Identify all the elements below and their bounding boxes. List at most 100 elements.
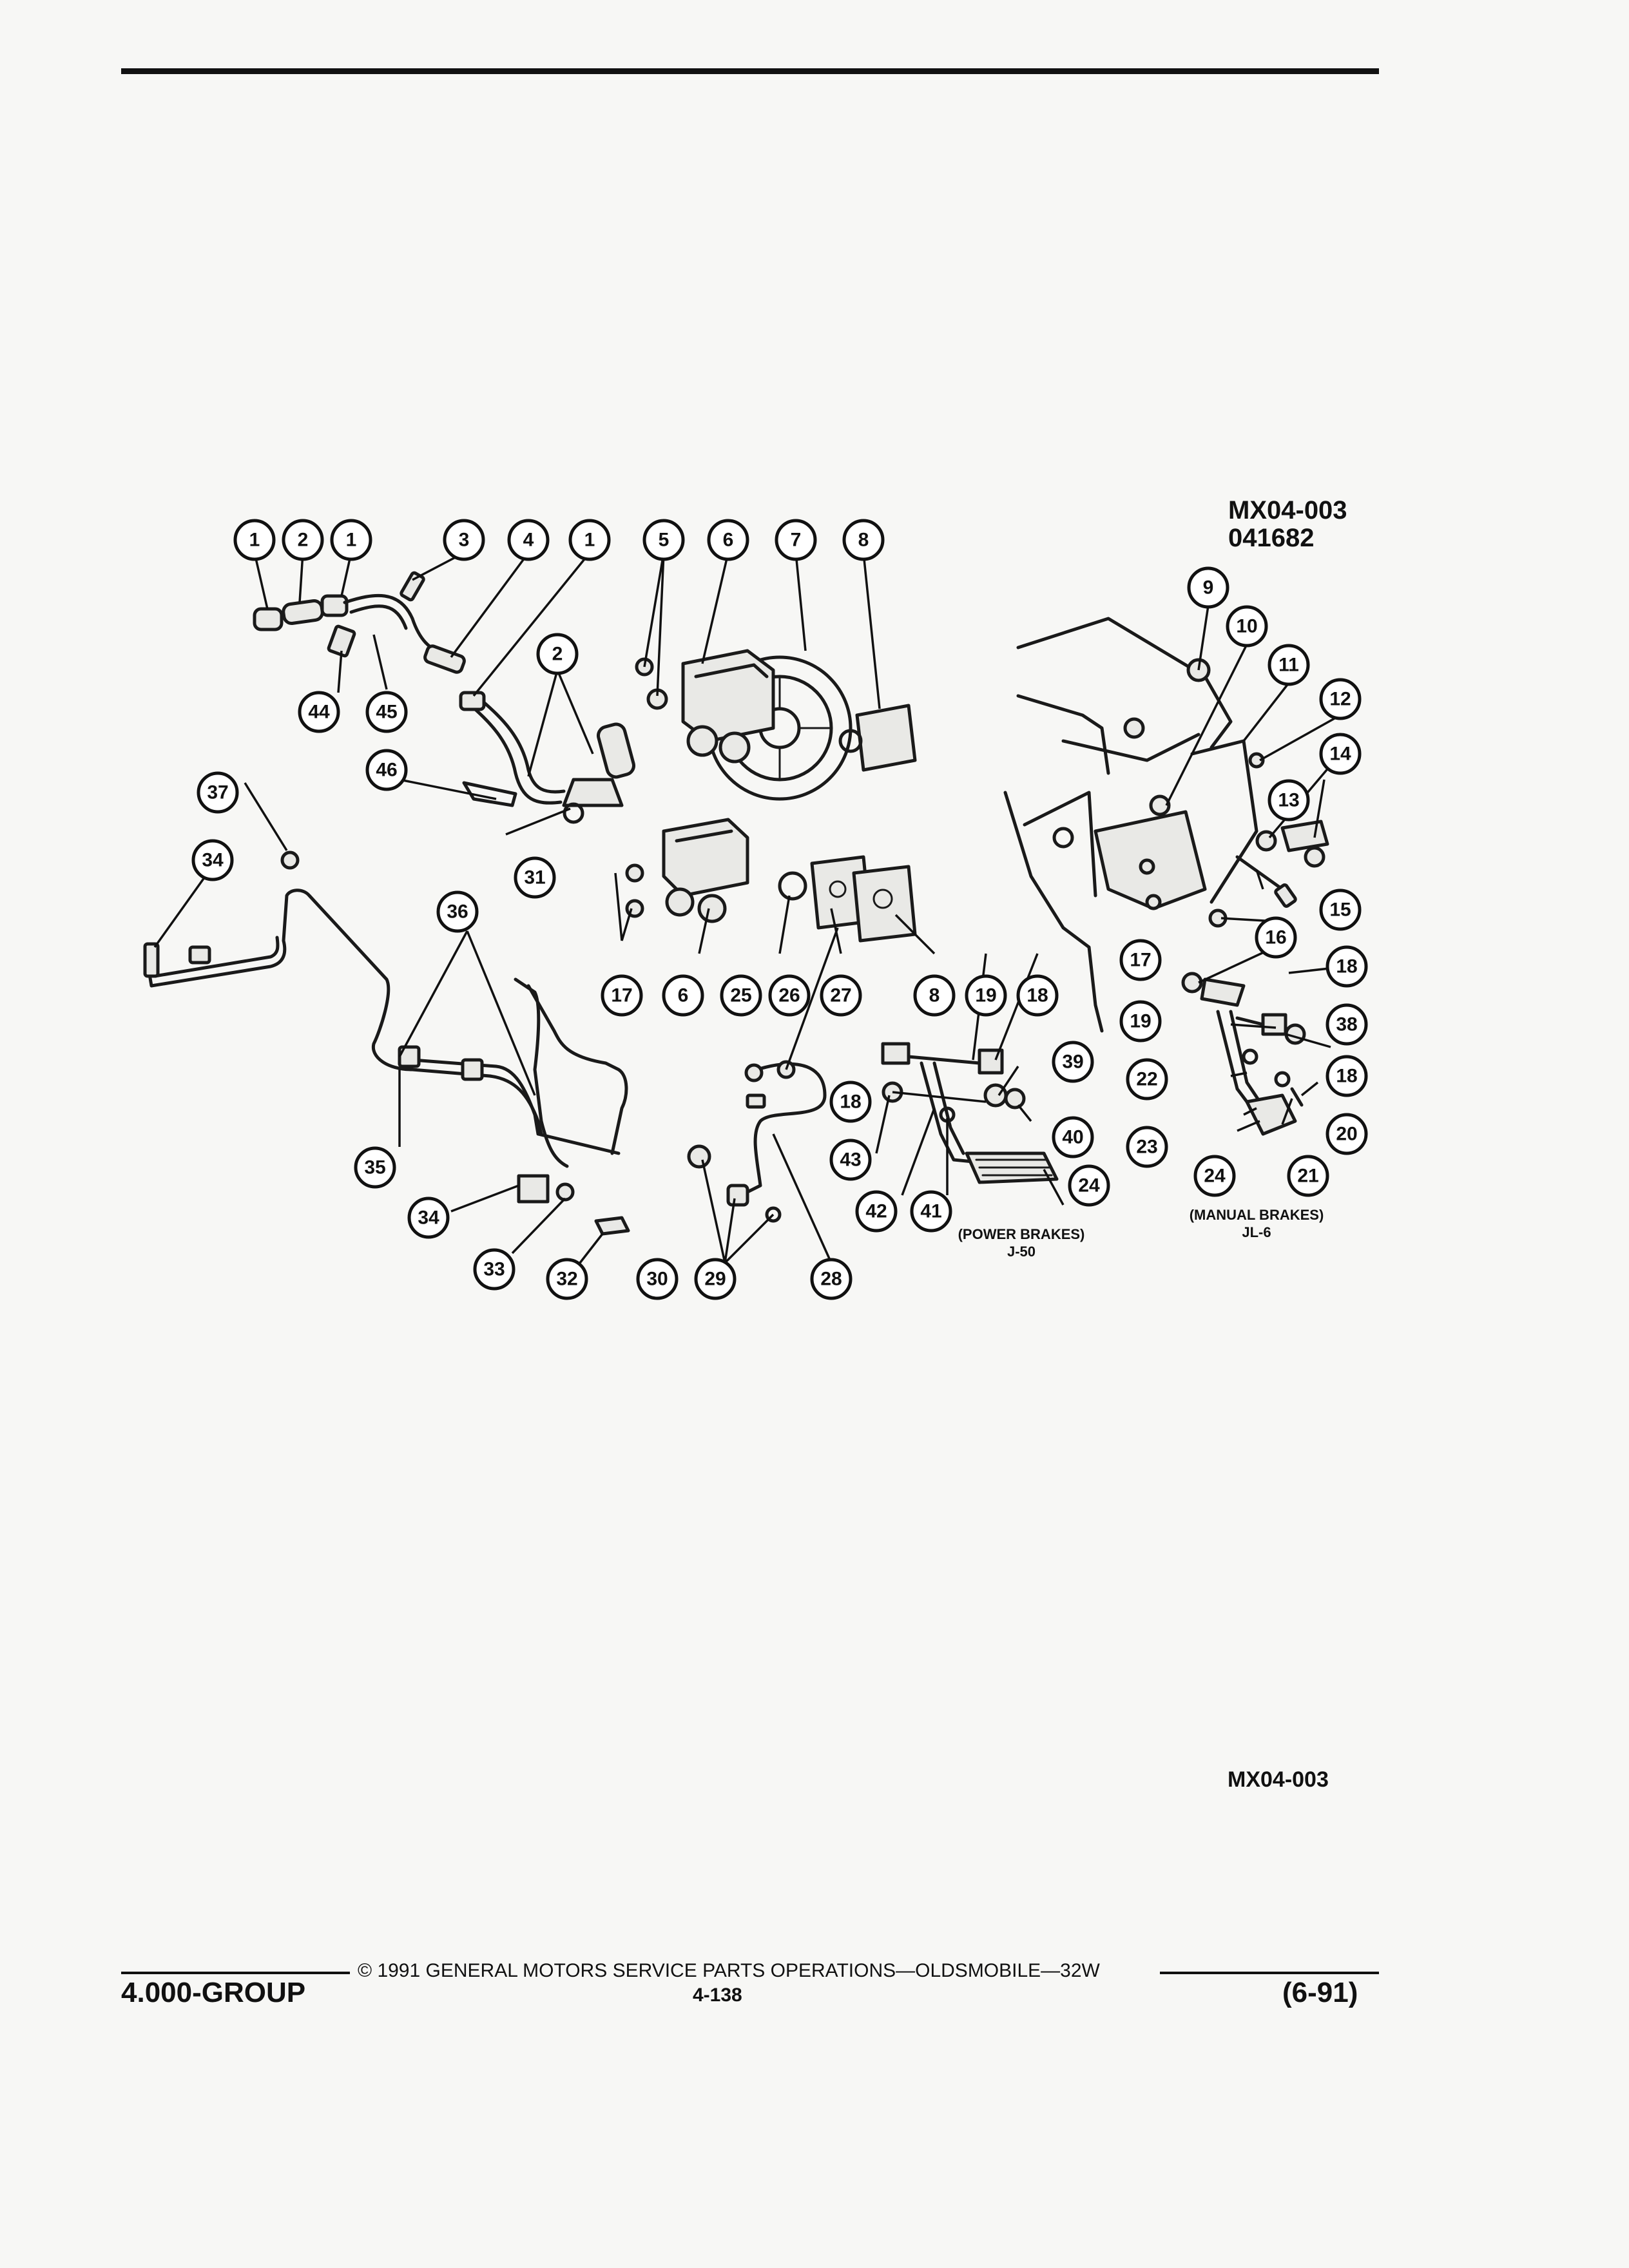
svg-text:2: 2	[552, 644, 563, 665]
svg-text:42: 42	[865, 1201, 887, 1222]
svg-text:8: 8	[858, 530, 869, 551]
callout-23: 23	[1126, 1126, 1168, 1168]
svg-text:46: 46	[376, 760, 397, 781]
callout-6: 6	[662, 974, 704, 1017]
reference-code: MX04-003	[1228, 496, 1347, 524]
callout-17: 17	[601, 974, 643, 1017]
svg-text:9: 9	[1203, 577, 1214, 599]
callout-2: 2	[536, 633, 579, 675]
callout-32: 32	[546, 1258, 588, 1300]
callout-41: 41	[910, 1190, 952, 1233]
footer-date: (6-91)	[1282, 1977, 1358, 2008]
svg-text:4: 4	[523, 530, 534, 551]
callout-1: 1	[233, 519, 276, 561]
svg-text:19: 19	[975, 985, 996, 1006]
manual-brakes-code: JL-6	[1242, 1224, 1271, 1240]
vacuum-hose-assembly	[253, 571, 635, 824]
callout-10: 10	[1226, 605, 1268, 648]
callout-3: 3	[443, 519, 485, 561]
callout-28: 28	[810, 1258, 853, 1300]
power-brakes-caption: (POWER BRAKES)	[958, 1226, 1085, 1242]
power-brake-pedal	[881, 1042, 1059, 1184]
callout-7: 7	[775, 519, 817, 561]
svg-text:26: 26	[778, 985, 800, 1006]
svg-text:24: 24	[1204, 1166, 1226, 1187]
callout-5: 5	[642, 519, 685, 561]
svg-text:35: 35	[364, 1157, 385, 1178]
callout-46: 46	[365, 749, 408, 791]
callout-18: 18	[1325, 945, 1368, 988]
svg-text:5: 5	[659, 530, 670, 551]
footer-group: 4.000-GROUP	[121, 1977, 306, 2008]
callout-34: 34	[407, 1196, 450, 1239]
callout-37: 37	[197, 771, 239, 814]
svg-text:34: 34	[202, 850, 224, 871]
top-rule	[121, 68, 1379, 74]
svg-text:18: 18	[1336, 956, 1357, 977]
svg-text:18: 18	[1336, 1066, 1357, 1087]
callout-8: 8	[913, 974, 956, 1017]
callout-38: 38	[1325, 1003, 1368, 1046]
svg-text:33: 33	[483, 1259, 505, 1280]
svg-text:2: 2	[298, 530, 309, 551]
callout-25: 25	[720, 974, 762, 1017]
master-cylinder-booster	[625, 649, 917, 943]
svg-text:38: 38	[1336, 1014, 1357, 1035]
callout-40: 40	[1052, 1116, 1094, 1158]
callout-19: 19	[1119, 1000, 1162, 1043]
svg-text:27: 27	[830, 985, 851, 1006]
svg-text:1: 1	[249, 530, 260, 551]
svg-text:16: 16	[1265, 927, 1286, 948]
svg-text:6: 6	[723, 530, 734, 551]
svg-text:19: 19	[1130, 1011, 1151, 1032]
svg-text:23: 23	[1136, 1137, 1157, 1158]
callout-16: 16	[1255, 916, 1297, 959]
brake-lines	[143, 850, 630, 1236]
callout-20: 20	[1325, 1113, 1368, 1155]
svg-text:41: 41	[920, 1201, 941, 1222]
callout-31: 31	[514, 856, 556, 899]
callout-26: 26	[768, 974, 811, 1017]
svg-text:31: 31	[524, 867, 545, 889]
callout-18: 18	[829, 1081, 872, 1123]
svg-text:37: 37	[207, 782, 228, 803]
callout-39: 39	[1052, 1041, 1094, 1083]
callout-12: 12	[1319, 678, 1362, 720]
manual-brakes-caption: (MANUAL BRAKES)	[1189, 1207, 1324, 1223]
svg-text:18: 18	[840, 1091, 861, 1113]
callout-18: 18	[1325, 1055, 1368, 1097]
footer-page-number: 4-138	[693, 1984, 742, 2006]
flex-hose	[687, 1060, 827, 1223]
svg-text:28: 28	[820, 1269, 842, 1290]
svg-text:44: 44	[308, 702, 330, 723]
callout-11: 11	[1268, 644, 1310, 686]
svg-text:12: 12	[1329, 689, 1351, 710]
svg-text:32: 32	[556, 1269, 577, 1290]
callout-36: 36	[436, 890, 479, 933]
svg-text:6: 6	[678, 985, 689, 1006]
svg-text:20: 20	[1336, 1124, 1357, 1145]
callout-45: 45	[365, 691, 408, 733]
svg-text:8: 8	[929, 985, 940, 1006]
manual-brake-pedal	[1181, 972, 1306, 1136]
footer-rule-right	[1160, 1972, 1379, 1974]
reference-number: 041682	[1228, 524, 1315, 552]
callout-6: 6	[707, 519, 749, 561]
svg-text:1: 1	[584, 530, 595, 551]
svg-text:34: 34	[418, 1207, 439, 1229]
callout-19: 19	[965, 974, 1007, 1017]
svg-text:25: 25	[730, 985, 751, 1006]
svg-text:21: 21	[1297, 1166, 1318, 1187]
svg-text:18: 18	[1027, 985, 1048, 1006]
svg-text:7: 7	[791, 530, 802, 551]
svg-text:17: 17	[611, 985, 632, 1006]
callout-17: 17	[1119, 939, 1162, 981]
callout-42: 42	[855, 1190, 898, 1233]
callout-35: 35	[354, 1146, 396, 1189]
callout-30: 30	[636, 1258, 679, 1300]
callout-44: 44	[298, 691, 340, 733]
power-brakes-code: J-50	[1007, 1244, 1036, 1260]
callout-22: 22	[1126, 1058, 1168, 1100]
footer-rule-left	[121, 1972, 350, 1974]
